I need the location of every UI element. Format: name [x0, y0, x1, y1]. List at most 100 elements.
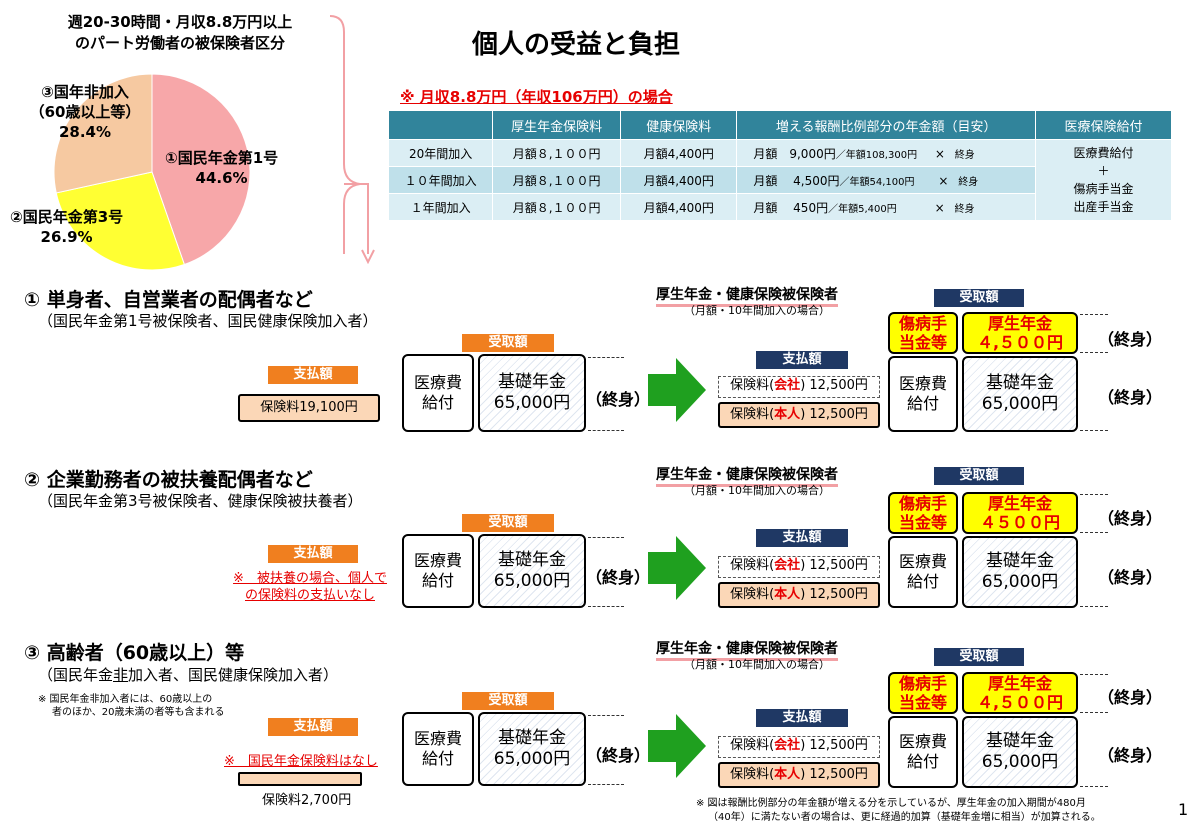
s3-shushin-left: （終身）: [586, 746, 651, 765]
pie-label-3: ③国年非加入 （60歳以上等） 28.4%: [20, 82, 150, 142]
kosei-line1: 厚生年金: [987, 314, 1052, 333]
shobyo-line2: 当金等: [898, 333, 947, 352]
pie-heading-line1: 週20-30時間・月収8.8万円以上: [67, 13, 293, 31]
iryohi-line2: 給付: [421, 393, 454, 412]
s1-right-title: 厚生年金・健康保険被保険者: [656, 284, 838, 307]
medical-line3: 傷病手当金: [1073, 182, 1134, 196]
pension-times: ×: [934, 200, 945, 215]
s2-shushin-left: （終身）: [586, 568, 651, 587]
s3-pay-label: 支払額: [268, 718, 358, 736]
s3-right-receive: 受取額: [934, 648, 1024, 666]
pension-times: ×: [934, 146, 945, 161]
iryohi-line2: 給付: [421, 571, 454, 590]
pie-label-3-name1: ③国年非加入: [41, 83, 129, 101]
kiso-line2: 65,000円: [981, 752, 1059, 772]
pie-label-2: ②国民年金第3号 26.9%: [10, 207, 123, 247]
iryohi-line1: 医療費: [898, 552, 947, 571]
pay-pre: 保険料(: [730, 738, 775, 753]
kosei-line2: ４,５００円: [976, 333, 1064, 352]
table-cell-kenko: 月額4,400円: [620, 193, 738, 221]
s3-sub-post: 加入者、国民健康保険加入者）: [128, 666, 339, 684]
pension-yearly: ／年額54,100円: [839, 176, 915, 188]
section-1-sub: （国民年金第1号被保険者、国民健康保険加入者）: [38, 312, 378, 330]
dash: [1080, 532, 1108, 533]
pension-monthly: 月額 4,500円: [753, 173, 840, 188]
shobyo-line1: 傷病手: [898, 494, 947, 513]
dash: [588, 715, 624, 716]
s1-pay-label: 支払額: [268, 366, 358, 384]
table-cell-kosei: 月額８,１００円: [492, 166, 622, 194]
kiso-line2: 65,000円: [981, 572, 1059, 592]
table-cell-pension: 月額 4,500円／年額54,100円 × 終身: [736, 166, 1037, 194]
pension-times: ×: [938, 173, 949, 188]
self-word: 本人: [774, 767, 801, 782]
pie-label-2-value: 26.9%: [40, 228, 93, 246]
table-row: １年間加入 月額８,１００円 月額4,400円 月額 450円／年額5,400円…: [387, 193, 1172, 221]
iryohi-line1: 医療費: [413, 729, 462, 748]
s3-right-arrow-icon: [648, 714, 706, 778]
pension-life: 終身: [958, 176, 979, 188]
pie-slice-category-1: [151, 73, 251, 266]
s2-company-pay: 保険料(会社) 12,500円: [718, 556, 880, 578]
pie-slice-category-3: [55, 171, 185, 271]
s1-company-pay: 保険料(会社) 12,500円: [718, 376, 880, 398]
self-word: 本人: [774, 587, 801, 602]
kiso-line2: 65,000円: [981, 394, 1059, 414]
kiso-line2: 65,000円: [493, 749, 571, 769]
dash: [588, 430, 624, 431]
s2-shushin-r2: （終身）: [1098, 568, 1163, 587]
table-row: １０年間加入 月額８,１００円 月額4,400円 月額 4,500円／年額54,…: [387, 166, 1172, 194]
s1-iryohi-box: 医療費給付: [402, 354, 474, 432]
s1-right-arrow-icon: [648, 358, 706, 422]
kiso-line1: 基礎年金: [498, 728, 566, 748]
company-word: 会社: [774, 738, 801, 753]
s1-right-pay: 支払額: [756, 351, 848, 369]
dash: [1080, 430, 1108, 431]
table-cell-kenko: 月額4,400円: [620, 139, 738, 167]
kiso-line1: 基礎年金: [986, 551, 1054, 571]
s2-right-receive: 受取額: [934, 467, 1024, 485]
s2-right-sub: （月額・10年間加入の場合）: [684, 484, 830, 497]
section-2-sub: （国民年金第3号被保険者、健康保険被扶養者）: [38, 492, 363, 510]
s3-sub-pre: （国民年金: [38, 666, 114, 684]
table-header-medical: 医療保険給付: [1035, 110, 1172, 140]
iryohi-line1: 医療費: [413, 551, 462, 570]
kosei-line2: ４５００円: [979, 513, 1060, 532]
pay-pre: 保険料(: [730, 558, 775, 573]
pay-post: ) 12,500円: [800, 407, 868, 422]
page-number: 1: [1178, 800, 1189, 819]
pie-label-1-name: ①国民年金第1号: [165, 149, 279, 167]
dash: [1080, 674, 1108, 675]
pie-label-3-value: 28.4%: [58, 123, 112, 141]
section-3-sub: （国民年金非加入者、国民健康保険加入者）: [38, 664, 338, 685]
s2-right-pay: 支払額: [756, 529, 848, 547]
s1-right-receive: 受取額: [934, 289, 1024, 307]
benefit-table: 厚生年金保険料 健康保険料 増える報酬比例部分の年金額（目安） 医療保険給付 2…: [387, 110, 1172, 221]
s2-self-pay: 保険料(本人) 12,500円: [718, 582, 880, 608]
s2-shobyo-box: 傷病手当金等: [888, 492, 958, 534]
s1-pay-amount: 保険料19,100円: [238, 394, 380, 422]
company-word: 会社: [774, 558, 801, 573]
s2-r-iryohi-box: 医療費給付: [888, 536, 958, 608]
pay-pre: 保険料(: [730, 407, 775, 422]
case-title: ※ 月収8.8万円（年収106万円）の場合: [400, 88, 673, 106]
iryohi-line1: 医療費: [413, 373, 462, 392]
pie-heading-line2: のパート労働者の被保険者区分: [74, 34, 285, 52]
self-word: 本人: [774, 407, 801, 422]
pay-post: ) 12,500円: [800, 587, 868, 602]
kiso-line1: 基礎年金: [498, 372, 566, 392]
dash: [1080, 786, 1108, 787]
s1-receive-label: 受取額: [462, 334, 554, 352]
shobyo-line2: 当金等: [898, 693, 947, 712]
s2-shushin-r1: （終身）: [1098, 509, 1163, 528]
dash: [1080, 352, 1108, 353]
s2-right-arrow-icon: [648, 536, 706, 600]
pension-yearly: ／年額5,400円: [828, 203, 897, 215]
iryohi-line2: 給付: [906, 752, 939, 771]
table-cell-kosei: 月額８,１００円: [492, 193, 622, 221]
pension-monthly: 月額 450円: [753, 200, 829, 215]
